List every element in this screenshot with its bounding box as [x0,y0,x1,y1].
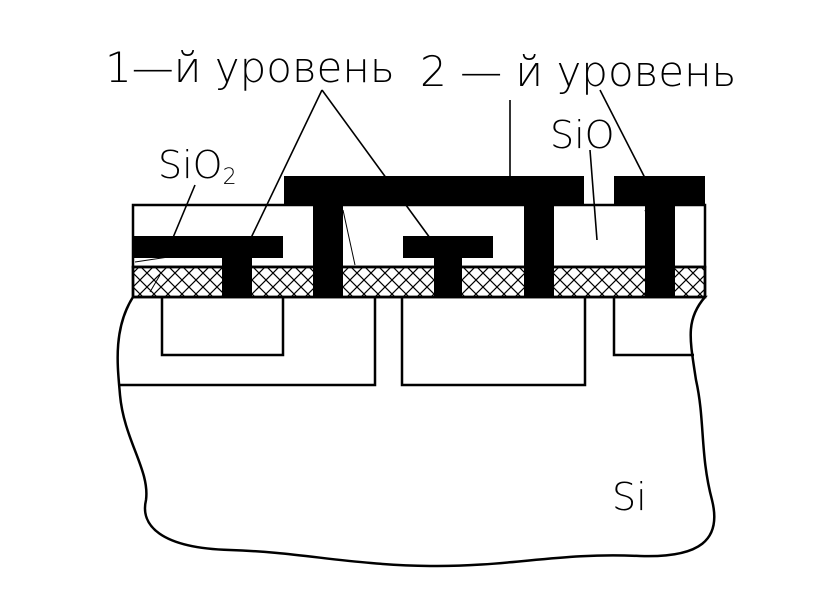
level1-metal-pad-center [403,236,493,258]
label-sio: SiO [550,113,615,157]
label-si: Si [612,475,647,519]
label-sio2-main: SiO [158,143,223,187]
label-sio2-subscript: 2 [223,165,237,190]
thin-oxide-strip [131,265,707,299]
label-level-1: 1—й уровень [105,43,395,92]
level2-metal-strip-right [614,176,705,204]
level1-contact-1 [222,258,252,298]
diffusion-region-1 [160,297,285,357]
diffusion-region-4 [612,297,694,357]
diffusion-region-3 [400,297,587,387]
label-level-2: 2 — й уровень [420,47,736,96]
level2-via-3 [645,204,675,298]
leader-lines [171,89,646,241]
level2-via-2 [524,204,554,298]
label-sio2: SiO2 [158,143,237,190]
diffusion-region-2 [118,297,377,387]
level1-metal-pad-left [133,236,283,258]
silicon-substrate [116,295,716,568]
level2-via-1 [313,204,343,298]
